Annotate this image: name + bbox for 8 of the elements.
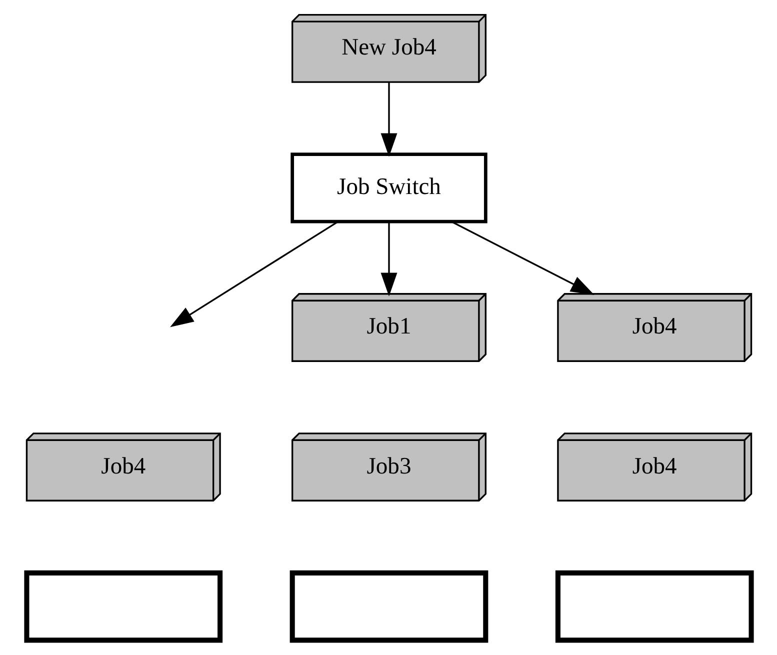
arrow: [380, 82, 397, 157]
arrow: [380, 222, 397, 296]
arrow: [451, 221, 594, 295]
node-box: [554, 570, 754, 643]
arrow: [170, 221, 338, 328]
node-box: [24, 570, 222, 643]
node-box: Job Switch: [290, 152, 487, 224]
node-box: [289, 570, 488, 643]
